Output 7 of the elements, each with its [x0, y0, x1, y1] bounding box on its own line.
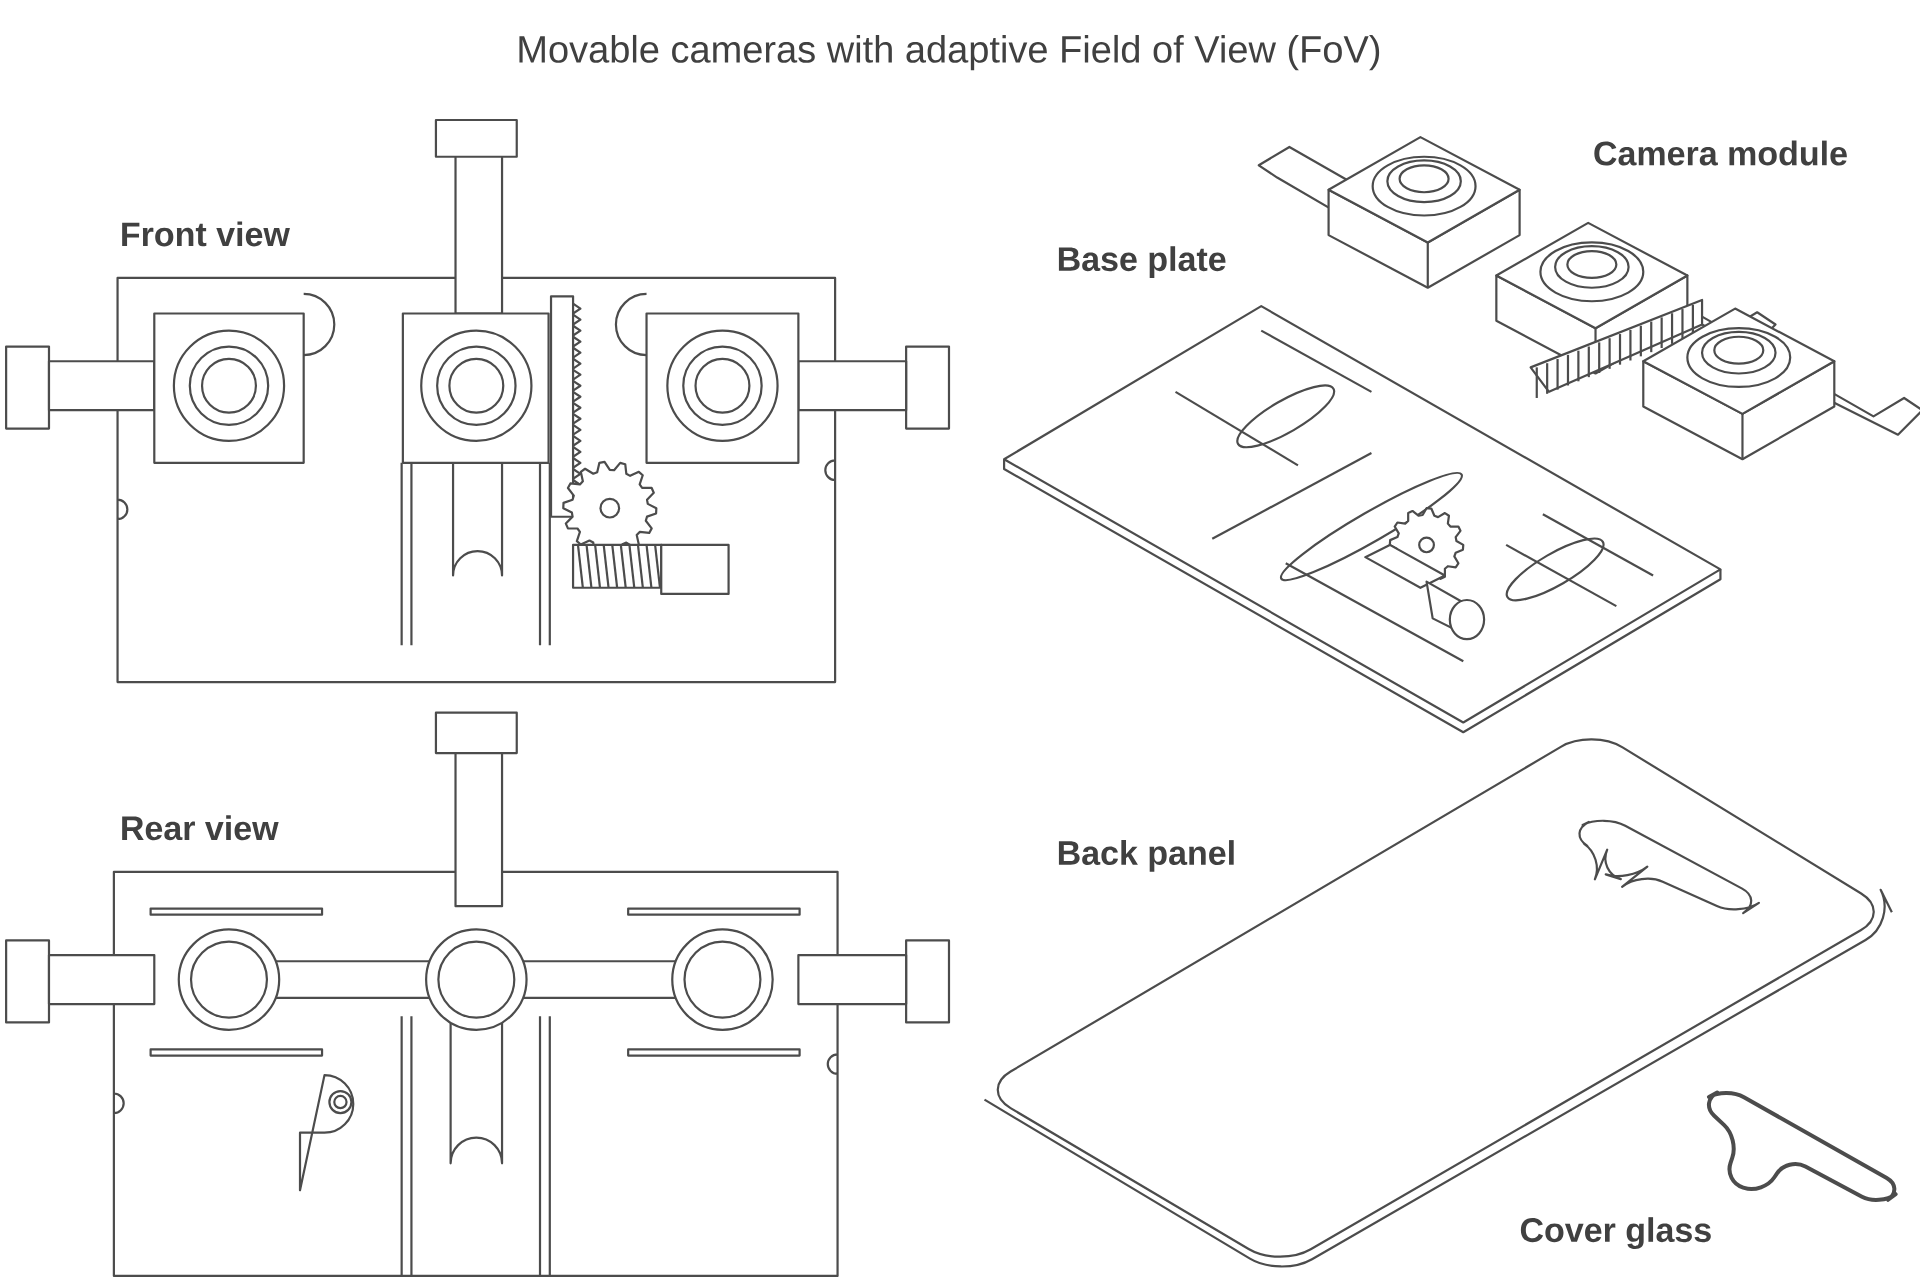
- part-label: Front view: [122, 221, 290, 247]
- part-label: Camera module: [1594, 140, 1847, 166]
- part-label: Back panel: [1058, 840, 1234, 872]
- part-label: Base plate: [1058, 246, 1226, 279]
- title: Movable cameras with adaptive Field of View (FoV): [519, 35, 1380, 71]
- part-label: Cover glass: [1520, 1217, 1711, 1250]
- part-label: Rear view: [122, 815, 279, 841]
